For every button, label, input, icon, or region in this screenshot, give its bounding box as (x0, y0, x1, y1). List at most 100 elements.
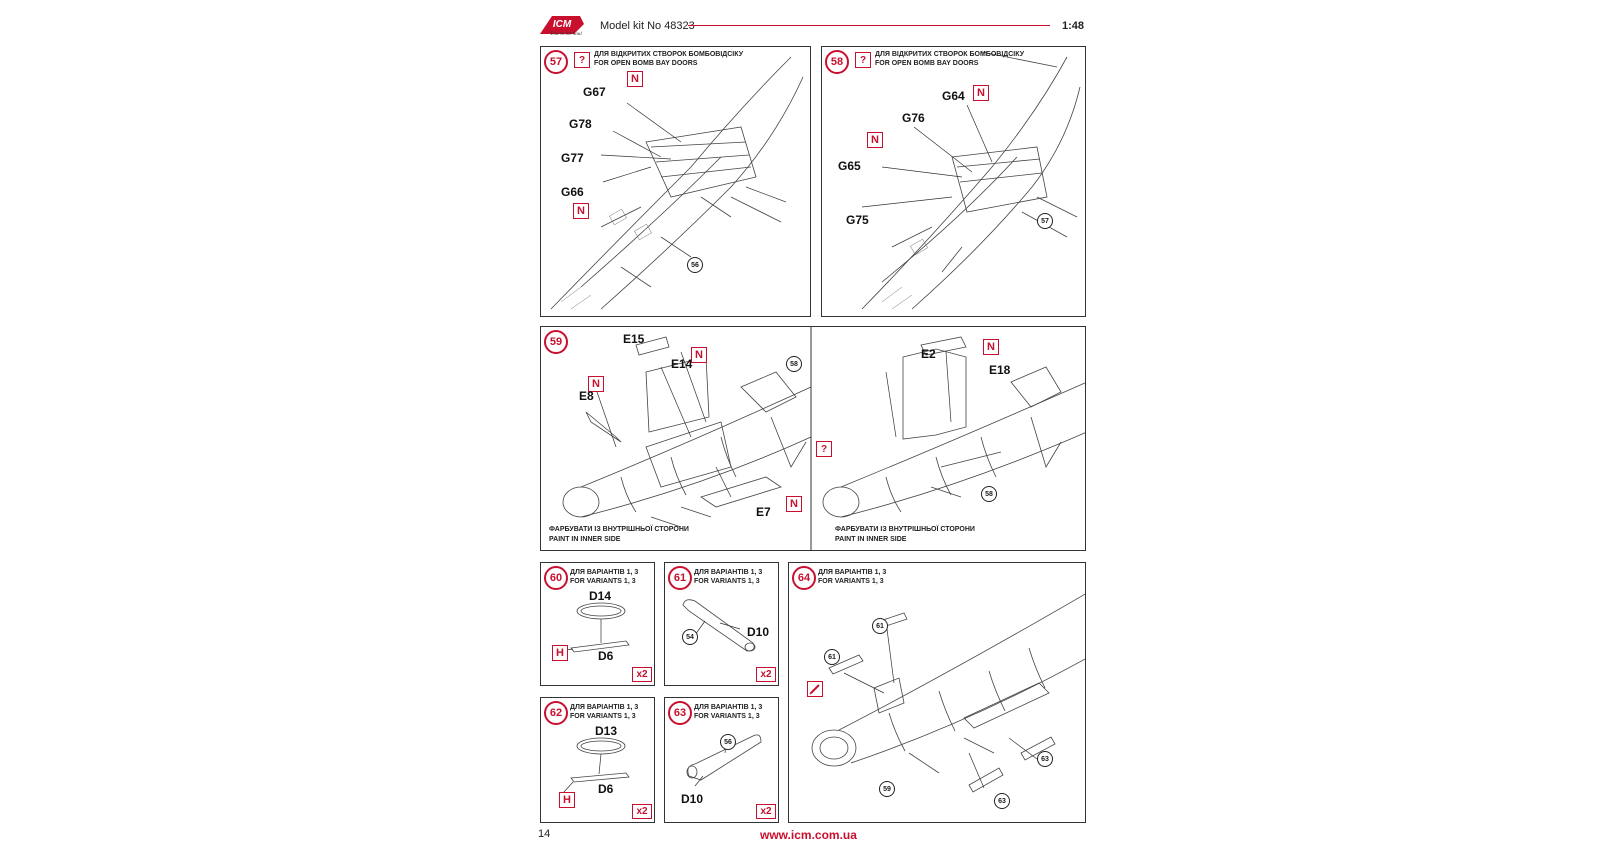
step-62-panel: 62 ДЛЯ ВАРІАНТІВ 1, 3 FOR VARIANTS 1, 3 … (540, 697, 655, 823)
part-label: E7 (756, 505, 771, 519)
tagline: True to the Soul (550, 32, 582, 37)
step-62-note-ua: ДЛЯ ВАРІАНТІВ 1, 3 (570, 704, 639, 711)
paint-note-ua: ФАРБУВАТИ ІЗ ВНУТРІШНЬОЇ СТОРОНИ (549, 526, 689, 533)
header-rule (688, 25, 1050, 26)
part-label: E18 (989, 363, 1011, 377)
quantity-badge: x2 (632, 804, 652, 819)
step-58-number: 58 (825, 50, 849, 74)
part-label: D6 (598, 782, 614, 796)
paint-icon-glyph (809, 684, 820, 695)
step-61-drawing (682, 599, 756, 652)
n-marker: N (691, 347, 707, 363)
ref-step: 57 (1037, 213, 1053, 229)
part-label: G76 (902, 111, 925, 125)
step-60-drawing (558, 602, 630, 653)
part-label: G75 (846, 213, 869, 227)
paint-note-en: PAINT IN INNER SIDE (549, 536, 621, 543)
n-marker: N (573, 203, 589, 219)
header: ICM True to the Soul Model kit No 48323 … (538, 12, 1084, 40)
step-63-panel: 63 ДЛЯ ВАРІАНТІВ 1, 3 FOR VARIANTS 1, 3 … (664, 697, 779, 823)
scale-label: 1:48 (1061, 20, 1084, 32)
part-label: D6 (598, 649, 614, 663)
brand-text: ICM (553, 19, 572, 30)
question-icon: ? (855, 52, 871, 68)
step-61-number: 61 (668, 566, 692, 590)
step-60-note-en: FOR VARIANTS 1, 3 (570, 578, 636, 585)
step-64-note-ua: ДЛЯ ВАРІАНТІВ 1, 3 (818, 569, 887, 576)
step-62-note-en: FOR VARIANTS 1, 3 (570, 713, 636, 720)
ref-step: 58 (786, 356, 802, 372)
step-62-drawing (562, 737, 630, 794)
step-60-note-ua: ДЛЯ ВАРІАНТІВ 1, 3 (570, 569, 639, 576)
icm-logo-shape: ICM (540, 16, 584, 34)
h-marker: H (552, 645, 568, 661)
icm-logo: ICM True to the Soul (538, 12, 586, 38)
step-57-panel: 57 ? ДЛЯ ВІДКРИТИХ СТВОРОК БОМБОВІДСІКУ … (540, 46, 811, 317)
n-marker: N (983, 339, 999, 355)
ref-step: 56 (687, 257, 703, 273)
ref-step: 61 (824, 649, 840, 665)
step-64-panel: 64 ДЛЯ ВАРІАНТІВ 1, 3 FOR VARIANTS 1, 3 … (788, 562, 1086, 823)
step-57-drawing (550, 56, 804, 310)
paint-note-en: PAINT IN INNER SIDE (835, 536, 907, 543)
part-label: E2 (921, 347, 936, 361)
part-label: D14 (589, 589, 612, 603)
ref-step: 54 (682, 629, 698, 645)
step-60-panel: 60 ДЛЯ ВАРІАНТІВ 1, 3 FOR VARIANTS 1, 3 … (540, 562, 655, 686)
n-marker: N (867, 132, 883, 148)
n-marker: N (786, 496, 802, 512)
part-label: G64 (942, 89, 965, 103)
part-label: G77 (561, 151, 584, 165)
step-59-panel: 59 E15 N E14 N E8 58 E7 N ФАРБУВАТИ ІЗ В… (540, 326, 1086, 551)
step-59-drawing (562, 327, 1085, 550)
step-61-note-ua: ДЛЯ ВАРІАНТІВ 1, 3 (694, 569, 763, 576)
quantity-badge: x2 (756, 804, 776, 819)
part-label: G67 (583, 85, 606, 99)
website-link[interactable]: www.icm.com.ua (760, 828, 857, 842)
step-57-number: 57 (544, 50, 568, 74)
n-marker: N (588, 376, 604, 392)
part-label: G78 (569, 117, 592, 131)
part-label: E8 (579, 389, 594, 403)
model-kit-label: Model kit No 48323 (600, 20, 695, 32)
step-63-note-ua: ДЛЯ ВАРІАНТІВ 1, 3 (694, 704, 763, 711)
step-58-panel: 58 ? ДЛЯ ВІДКРИТИХ СТВОРОК БОМБОВІДСІКУ … (821, 46, 1086, 317)
step-61-note-en: FOR VARIANTS 1, 3 (694, 578, 760, 585)
step-64-number: 64 (792, 566, 816, 590)
h-marker: H (559, 792, 575, 808)
question-icon: ? (816, 441, 832, 457)
part-label: D13 (595, 724, 618, 738)
part-label: E15 (623, 332, 645, 346)
step-61-panel: 61 ДЛЯ ВАРІАНТІВ 1, 3 FOR VARIANTS 1, 3 … (664, 562, 779, 686)
quantity-badge: x2 (632, 667, 652, 682)
step-64-drawing (811, 593, 1085, 793)
paint-note-ua: ФАРБУВАТИ ІЗ ВНУТРІШНЬОЇ СТОРОНИ (835, 526, 975, 533)
part-label: D10 (681, 792, 704, 806)
step-58-note-en: FOR OPEN BOMB BAY DOORS (875, 60, 979, 67)
n-marker: N (973, 85, 989, 101)
step-58-note-ua: ДЛЯ ВІДКРИТИХ СТВОРОК БОМБОВІДСІКУ (875, 51, 1025, 58)
ref-step: 63 (994, 793, 1010, 809)
part-label: G65 (838, 159, 861, 173)
part-label: E14 (671, 357, 693, 371)
ref-step: 58 (981, 486, 997, 502)
part-label: D10 (747, 625, 770, 639)
step-62-number: 62 (544, 701, 568, 725)
n-marker: N (627, 71, 643, 87)
step-57-note-ua: ДЛЯ ВІДКРИТИХ СТВОРОК БОМБОВІДСІКУ (594, 51, 744, 58)
quantity-badge: x2 (756, 667, 776, 682)
step-63-note-en: FOR VARIANTS 1, 3 (694, 713, 760, 720)
step-63-number: 63 (668, 701, 692, 725)
ref-step: 56 (720, 734, 736, 750)
step-59-number: 59 (544, 330, 568, 354)
step-64-note-en: FOR VARIANTS 1, 3 (818, 578, 884, 585)
paint-icon (807, 681, 823, 697)
page-number: 14 (538, 828, 551, 840)
ref-step: 63 (1037, 751, 1053, 767)
ref-step: 61 (872, 618, 888, 634)
step-58-drawing (861, 51, 1081, 310)
question-icon: ? (574, 52, 590, 68)
step-57-note-en: FOR OPEN BOMB BAY DOORS (594, 60, 698, 67)
ref-step: 59 (879, 781, 895, 797)
part-label: G66 (561, 185, 584, 199)
